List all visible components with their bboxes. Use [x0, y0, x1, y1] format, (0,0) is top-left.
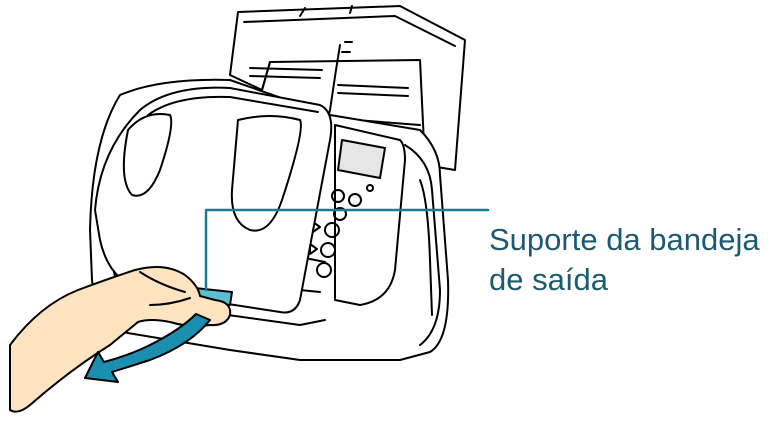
- callout-label-line-1: Suporte da bandeja: [489, 220, 760, 260]
- callout-label: Suporte da bandeja de saída: [489, 220, 760, 300]
- callout-label-line-2: de saída: [489, 260, 760, 300]
